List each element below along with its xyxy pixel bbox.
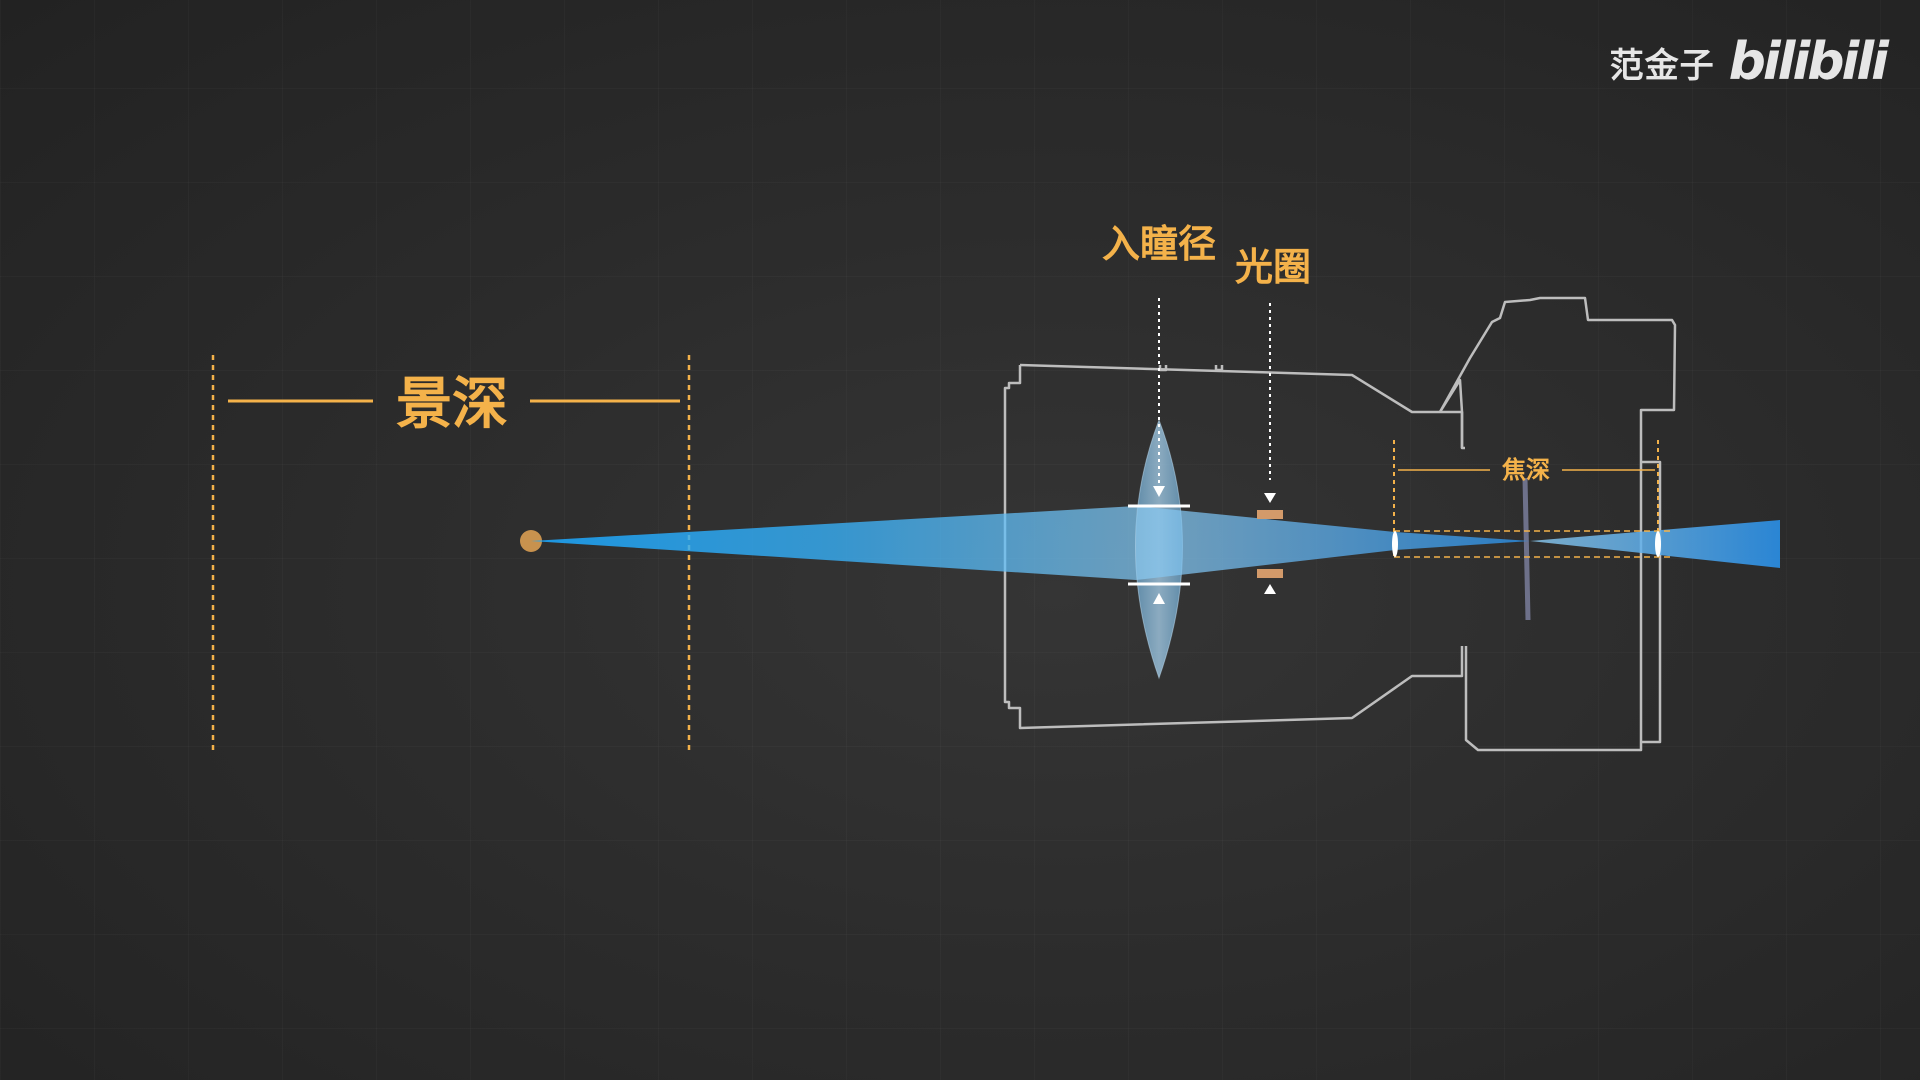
sensor-plane [1522, 477, 1531, 621]
watermark-author: 范金子 [1609, 45, 1715, 86]
entrance-pupil-down-arrow [1153, 486, 1165, 497]
far-focus-mark [1655, 531, 1661, 557]
aperture-blade-bottom [1257, 569, 1283, 578]
depth-of-focus-label: 焦深 [1502, 456, 1550, 484]
converging-light-cone [1136, 506, 1530, 580]
watermark: 范金子 bilibili [1609, 32, 1889, 92]
aperture-up-arrow [1264, 584, 1276, 594]
near-focus-mark [1392, 531, 1398, 557]
aperture-label: 光圈 [1235, 245, 1311, 289]
entrance-pupil-label: 入瞳径 [1102, 222, 1216, 266]
incoming-light-cone [531, 506, 1136, 580]
camera-outline [1003, 296, 1677, 752]
aperture-down-arrow [1264, 493, 1276, 503]
aperture-blade-top [1257, 510, 1283, 519]
bilibili-logo: bilibili [1728, 32, 1889, 92]
entrance-pupil-up-arrow [1153, 593, 1165, 604]
depth-of-field-label: 景深 [396, 372, 508, 437]
